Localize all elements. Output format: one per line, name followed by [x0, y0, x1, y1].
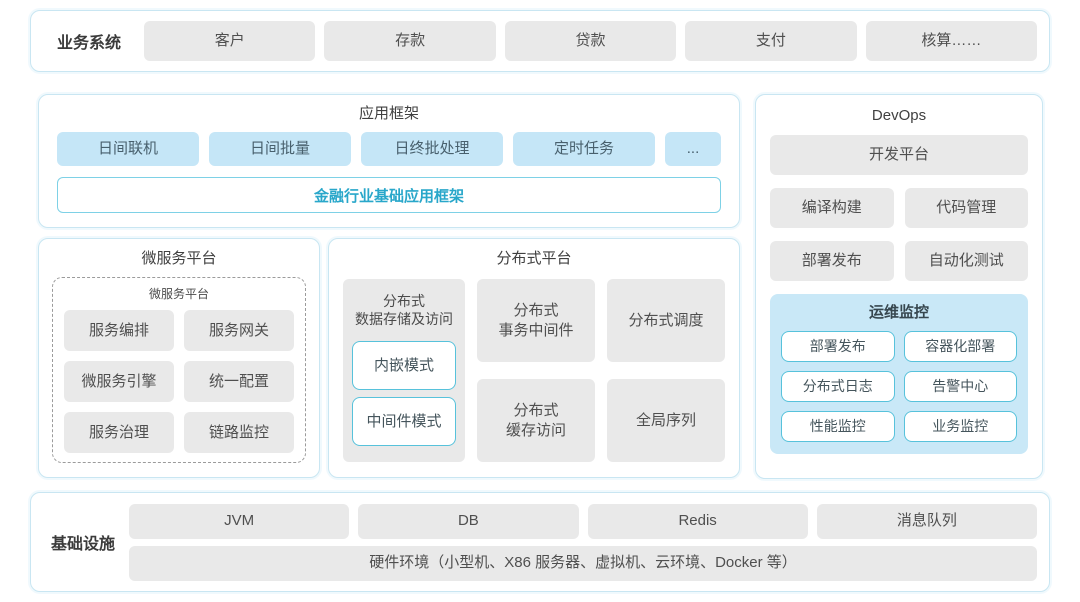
microservice-platform-panel: 微服务平台 微服务平台 服务编排 服务网关 微服务引擎 统一配置 服务治理 链路… — [38, 238, 320, 478]
module-chip-scheduled-task: 定时任务 — [513, 132, 655, 166]
distributed-platform-title: 分布式平台 — [496, 250, 572, 267]
infrastructure-label: 基础设施 — [50, 536, 115, 553]
distributed-grid: 分布式 事务中间件 分布式调度 分布式 缓存访问 全局序列 — [477, 279, 725, 462]
module-chip-daytime-online: 日间联机 — [57, 132, 199, 166]
devops-chip-auto-test: 自动化测试 — [904, 241, 1028, 281]
micro-chip-engine: 微服务引擎 — [64, 361, 174, 402]
distributed-storage-label: 分布式 数据存储及访问 — [355, 293, 453, 328]
monitor-chip-deploy: 部署发布 — [781, 331, 895, 362]
devops-chip-deploy: 部署发布 — [770, 241, 894, 281]
dist-chip-cache-access: 分布式 缓存访问 — [477, 379, 595, 462]
dist-chip-transaction-middleware: 分布式 事务中间件 — [477, 279, 595, 362]
monitor-chip-business: 业务监控 — [903, 411, 1017, 442]
devops-chip-build: 编译构建 — [770, 188, 894, 228]
microservice-platform-title: 微服务平台 — [141, 250, 217, 267]
business-systems-label: 业务系统 — [56, 35, 121, 52]
business-systems-panel: 业务系统 客户 存款 贷款 支付 核算…… — [30, 10, 1050, 72]
hardware-environment-bar: 硬件环境（小型机、X86 服务器、虚拟机、云环境、Docker 等） — [129, 545, 1037, 581]
microservice-inner-label: 微服务平台 — [148, 287, 209, 301]
business-chip-loan: 贷款 — [504, 21, 677, 61]
business-chip-customer: 客户 — [144, 21, 316, 61]
devops-chip-dev-platform: 开发平台 — [770, 135, 1028, 175]
monitor-chip-container: 容器化部署 — [903, 331, 1017, 362]
devops-chip-code-mgmt: 代码管理 — [904, 188, 1028, 228]
micro-chip-tracing: 链路监控 — [184, 412, 294, 453]
monitor-chip-logs: 分布式日志 — [781, 371, 895, 402]
module-chip-ellipsis: ... — [665, 132, 721, 166]
ops-monitor-grid: 部署发布 容器化部署 分布式日志 告警中心 性能监控 业务监控 — [781, 331, 1017, 442]
devops-tools-grid: 编译构建 代码管理 部署发布 自动化测试 — [770, 188, 1028, 281]
micro-chip-gateway: 服务网关 — [184, 310, 294, 351]
micro-chip-orchestration: 服务编排 — [64, 310, 174, 351]
business-chip-deposit: 存款 — [324, 21, 496, 61]
dist-chip-global-sequence: 全局序列 — [607, 379, 725, 462]
infra-chip-db: DB — [358, 503, 579, 539]
infrastructure-content: JVM DB Redis 消息队列 硬件环境（小型机、X86 服务器、虚拟机、云… — [129, 503, 1037, 581]
monitor-chip-alert: 告警中心 — [903, 371, 1017, 402]
app-framework-title: 应用框架 — [358, 105, 419, 122]
infra-chip-mq: 消息队列 — [816, 503, 1037, 539]
app-framework-modules: 日间联机 日间批量 日终批处理 定时任务 ... — [57, 132, 721, 166]
micro-chip-governance: 服务治理 — [64, 412, 174, 453]
storage-mode-embedded: 内嵌模式 — [352, 341, 456, 391]
business-chip-accounting: 核算…… — [865, 21, 1038, 61]
devops-title: DevOps — [871, 107, 927, 124]
distributed-storage-box: 分布式 数据存储及访问 内嵌模式 中间件模式 — [343, 279, 465, 462]
storage-mode-middleware: 中间件模式 — [352, 397, 456, 447]
microservice-grid: 服务编排 服务网关 微服务引擎 统一配置 服务治理 链路监控 — [64, 310, 294, 453]
distributed-platform-panel: 分布式平台 分布式 数据存储及访问 内嵌模式 中间件模式 分布式 事务中间件 分… — [328, 238, 740, 478]
infrastructure-panel: 基础设施 JVM DB Redis 消息队列 硬件环境（小型机、X86 服务器、… — [30, 492, 1050, 592]
infra-chip-jvm: JVM — [129, 503, 350, 539]
module-chip-daytime-batch: 日间批量 — [209, 132, 351, 166]
infrastructure-row: JVM DB Redis 消息队列 — [129, 503, 1037, 539]
app-framework-panel: 应用框架 日间联机 日间批量 日终批处理 定时任务 ... 金融行业基础应用框架 — [38, 94, 740, 228]
base-framework-bar: 金融行业基础应用框架 — [57, 177, 721, 213]
ops-monitor-title: 运维监控 — [868, 304, 929, 321]
business-chip-payment: 支付 — [685, 21, 857, 61]
module-chip-eod-batch: 日终批处理 — [361, 132, 503, 166]
monitor-chip-performance: 性能监控 — [781, 411, 895, 442]
ops-monitor-box: 运维监控 部署发布 容器化部署 分布式日志 告警中心 性能监控 业务监控 — [770, 294, 1028, 454]
micro-chip-config: 统一配置 — [184, 361, 294, 402]
devops-panel: DevOps 开发平台 编译构建 代码管理 部署发布 自动化测试 运维监控 部署… — [755, 94, 1043, 479]
microservice-inner-box: 微服务平台 服务编排 服务网关 微服务引擎 统一配置 服务治理 链路监控 — [52, 277, 306, 463]
distributed-body: 分布式 数据存储及访问 内嵌模式 中间件模式 分布式 事务中间件 分布式调度 分… — [343, 279, 725, 462]
dist-chip-scheduling: 分布式调度 — [607, 279, 725, 362]
infra-chip-redis: Redis — [587, 503, 808, 539]
